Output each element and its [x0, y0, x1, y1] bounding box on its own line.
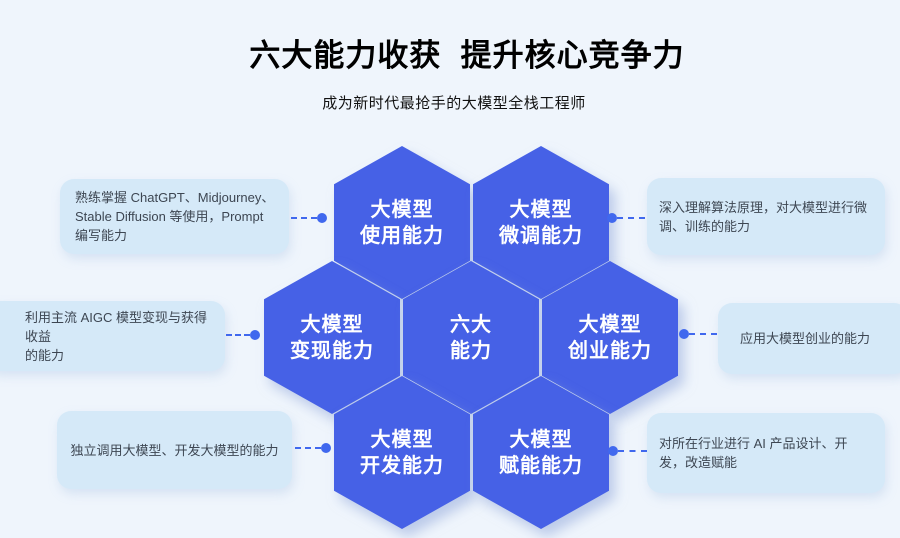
hexagon-monetize-ability: 大模型 变现能力 — [264, 261, 400, 414]
connector-right-middle — [679, 329, 717, 339]
hexagon-develop-ability: 大模型 开发能力 — [334, 376, 470, 529]
connector-right-top — [607, 213, 645, 223]
connector-left-bottom — [295, 443, 331, 453]
hexagon-finetune-ability: 大模型 微调能力 — [473, 146, 609, 299]
callout-left-top: 熟练掌握 ChatGPT、Midjourney、 Stable Diffusio… — [60, 179, 289, 254]
callout-right-top-text: 深入理解算法原理，对大模型进行微 调、训练的能力 — [659, 199, 868, 234]
hexagon-develop-label: 大模型 开发能力 — [360, 428, 444, 477]
connector-left-top — [291, 213, 327, 223]
callout-left-top-text: 熟练掌握 ChatGPT、Midjourney、 Stable Diffusio… — [75, 190, 275, 243]
page-subtitle: 成为新时代最抢手的大模型全栈工程师 — [322, 95, 586, 112]
page-title: 六大能力收获 提升核心竞争力 — [249, 38, 685, 73]
hexagon-empower-label: 大模型 赋能能力 — [499, 428, 583, 477]
callout-left-bottom: 独立调用大模型、开发大模型的能力 — [57, 411, 292, 489]
hexagon-usage-ability: 大模型 使用能力 — [334, 146, 470, 299]
callout-left-bottom-text: 独立调用大模型、开发大模型的能力 — [70, 442, 279, 458]
hexagon-center-label: 六大 能力 — [450, 313, 492, 362]
callout-right-middle-text: 应用大模型创业的能力 — [740, 331, 871, 346]
callout-right-top: 深入理解算法原理，对大模型进行微 调、训练的能力 — [647, 178, 885, 255]
connector-dot-icon — [679, 329, 689, 339]
dashed-line — [689, 333, 717, 335]
hexagon-startup-ability: 大模型 创业能力 — [542, 261, 678, 414]
connector-dot-icon — [607, 213, 617, 223]
dashed-line — [617, 217, 645, 219]
callout-right-bottom: 对所在行业进行 AI 产品设计、开 发，改造赋能 — [647, 413, 885, 493]
connector-dot-icon — [321, 443, 331, 453]
connector-dot-icon — [317, 213, 327, 223]
hexagon-six-abilities-center: 六大 能力 — [403, 261, 539, 414]
callout-left-middle-text: 利用主流 AIGC 模型变现与获得收益 的能力 — [25, 309, 208, 363]
hexagon-finetune-label: 大模型 微调能力 — [499, 198, 583, 247]
callout-right-middle: 应用大模型创业的能力 — [718, 303, 900, 374]
callout-right-bottom-text: 对所在行业进行 AI 产品设计、开 发，改造赋能 — [659, 436, 848, 470]
connector-right-bottom — [608, 446, 647, 456]
hexagon-empower-ability: 大模型 赋能能力 — [473, 376, 609, 529]
hexagon-monetize-label: 大模型 变现能力 — [290, 313, 374, 362]
callout-left-middle: 利用主流 AIGC 模型变现与获得收益 的能力 — [0, 301, 225, 371]
dashed-line — [291, 217, 317, 219]
hexagon-startup-label: 大模型 创业能力 — [568, 313, 652, 362]
dashed-line — [295, 447, 321, 449]
connector-dot-icon — [250, 330, 260, 340]
connector-left-middle — [226, 330, 260, 340]
dashed-line — [618, 450, 647, 452]
connector-dot-icon — [608, 446, 618, 456]
dashed-line — [226, 334, 250, 336]
hexagon-usage-label: 大模型 使用能力 — [360, 198, 444, 247]
